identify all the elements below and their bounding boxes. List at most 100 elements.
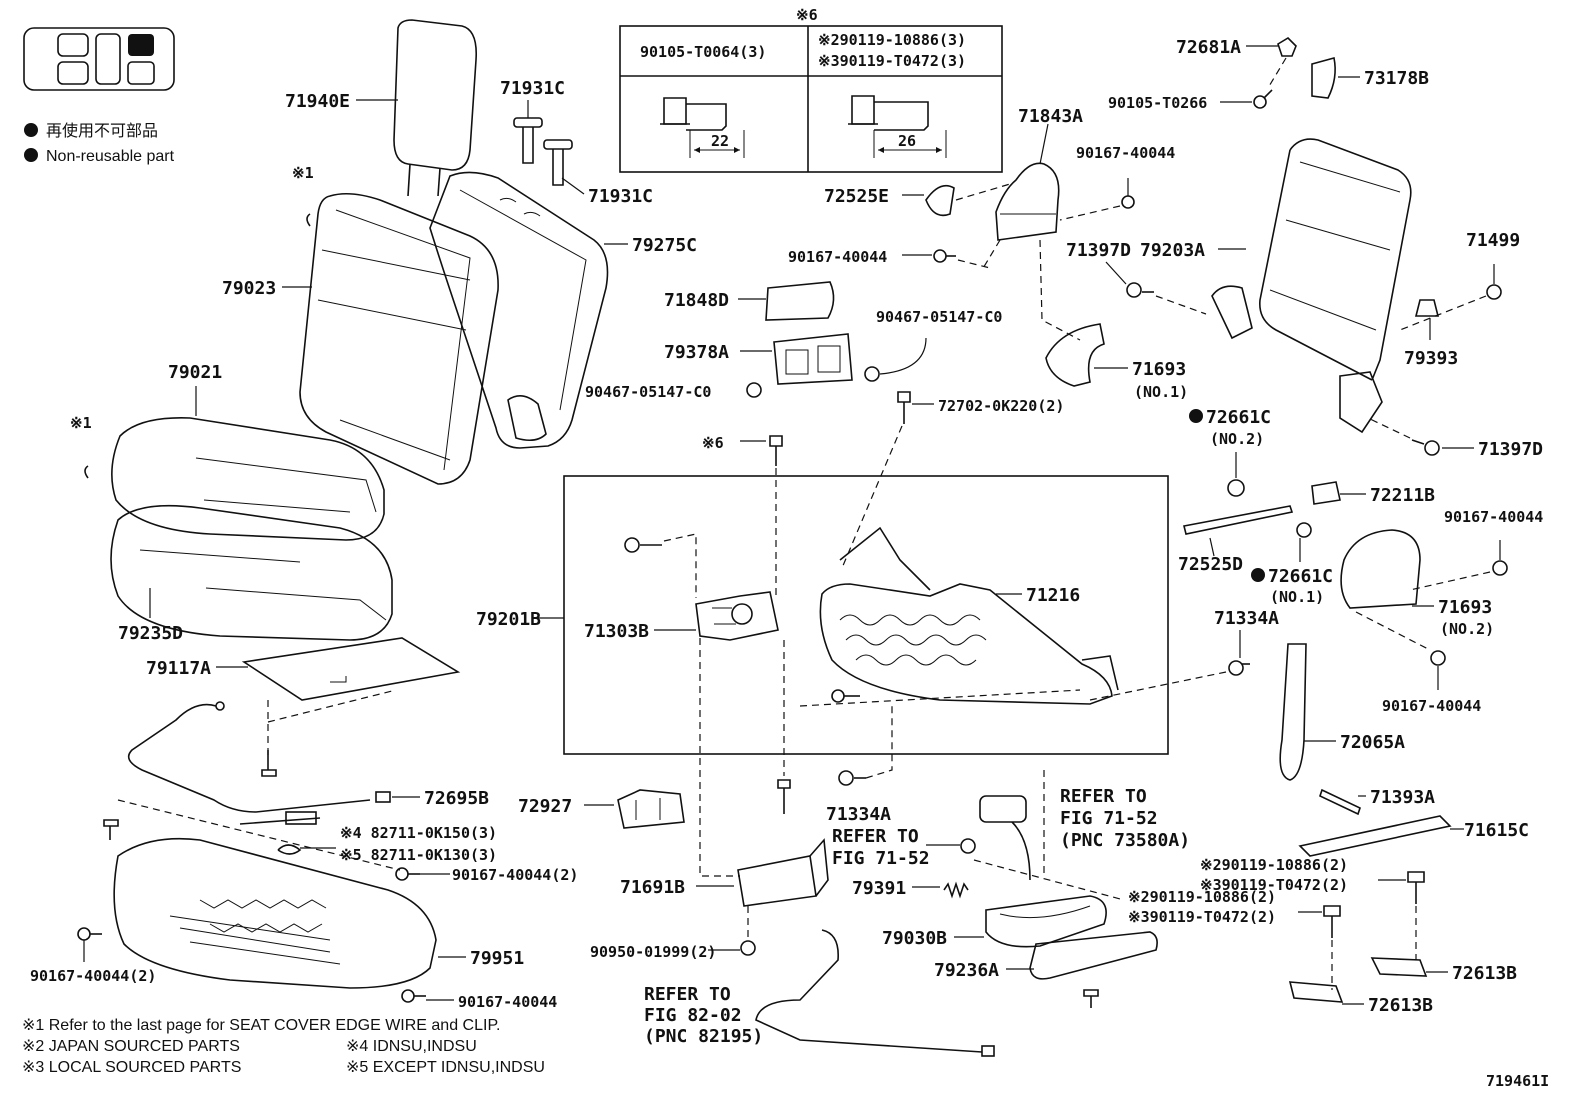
ref3-line3: (PNC 82195) bbox=[644, 1026, 763, 1047]
bolt-table-mark: ※6 bbox=[796, 6, 818, 24]
bolt-icon-71334A-b bbox=[1228, 660, 1250, 676]
bracket-72613B-b bbox=[1288, 981, 1344, 1003]
seat-position-icon bbox=[23, 27, 175, 91]
bolt-22-dim: 22 bbox=[711, 132, 729, 150]
label-72065A: 72065A bbox=[1340, 732, 1405, 753]
label-79117A: 79117A bbox=[146, 658, 211, 679]
cap-73178B bbox=[1311, 57, 1336, 99]
screw-icon-11 bbox=[1430, 650, 1446, 666]
legend: 再使用不可部品 Non-reusable part bbox=[24, 122, 175, 165]
label-72927: 72927 bbox=[518, 796, 572, 817]
label-71397D-a: 71397D bbox=[1066, 240, 1131, 261]
label-no1-a: (NO.1) bbox=[1134, 383, 1188, 401]
bolt-icon-long bbox=[777, 779, 791, 814]
ref2-line3: (PNC 73580A) bbox=[1060, 830, 1190, 851]
label-90119-a2: ※390119-T0472(2) bbox=[1200, 876, 1348, 894]
label-90167-f: 90167-40044 bbox=[1444, 508, 1543, 526]
bolt-icon-frame-2 bbox=[831, 689, 860, 703]
footnote-1: ※1 Refer to the last page for SEAT COVER… bbox=[22, 1017, 501, 1034]
cap-79393 bbox=[1414, 299, 1440, 317]
label-72525E: 72525E bbox=[824, 186, 889, 207]
legend-label-jp: 再使用不可部品 bbox=[46, 122, 158, 140]
headrest-71940E bbox=[393, 19, 478, 197]
clip-72211B bbox=[1311, 481, 1341, 505]
spring-79391 bbox=[943, 881, 969, 899]
footnote-2: ※2 JAPAN SOURCED PARTS bbox=[22, 1038, 240, 1055]
non-reusable-dot-icon bbox=[1251, 568, 1265, 582]
label-90119-b1: ※290119-10886(2) bbox=[1128, 888, 1276, 906]
label-71940E: 71940E bbox=[285, 91, 350, 112]
label-71615C: 71615C bbox=[1464, 820, 1529, 841]
seat-frame-71216 bbox=[819, 526, 1119, 705]
non-reusable-dot-icon bbox=[24, 123, 38, 137]
screw-icon-2 bbox=[103, 819, 119, 840]
bolt-icon-71397D-a bbox=[1126, 282, 1154, 298]
label-72613B-b: 72613B bbox=[1368, 995, 1433, 1016]
label-79203A: 79203A bbox=[1140, 240, 1205, 261]
cap-72525E bbox=[925, 184, 955, 217]
screw-icon-10 bbox=[1492, 540, 1508, 576]
cushion-cover-79021 bbox=[111, 417, 385, 541]
lever-73580A bbox=[979, 795, 1031, 881]
bolt-26-dim: 26 bbox=[898, 132, 916, 150]
clip-icon-90467-a bbox=[746, 382, 762, 398]
screw-icon-6 bbox=[1121, 178, 1135, 209]
bolt-icon-71499 bbox=[1486, 264, 1502, 300]
clip-icon-ref1 bbox=[960, 838, 976, 854]
label-71931C-a: 71931C bbox=[500, 78, 565, 99]
label-90467-a: 90467-05147-C0 bbox=[585, 383, 711, 401]
label-72702: 72702-0K220(2) bbox=[938, 397, 1064, 415]
bolt-26-icon bbox=[848, 95, 947, 158]
seatback-frame-79203A bbox=[1211, 138, 1412, 434]
ref2-line2: FIG 71-52 bbox=[1060, 808, 1158, 829]
screw-icon-4 bbox=[77, 927, 102, 941]
footnote-3: ※3 LOCAL SOURCED PARTS bbox=[22, 1059, 241, 1076]
cover-71693-no2 bbox=[1340, 529, 1421, 609]
label-90105: 90105-T0266 bbox=[1108, 94, 1207, 112]
label-72695B: 72695B bbox=[424, 788, 489, 809]
clip-note-b: ※1 bbox=[70, 414, 92, 432]
label-71334A-b: 71334A bbox=[1214, 608, 1279, 629]
bolt-icon-mark6 bbox=[769, 435, 783, 466]
label-79023: 79023 bbox=[222, 278, 276, 299]
cover-79236A bbox=[1029, 931, 1158, 980]
non-reusable-dot-icon bbox=[24, 148, 38, 162]
bolt-table-col2-header-line2: ※390119-T0472(3) bbox=[818, 52, 966, 70]
label-90167-e: 90167-40044 bbox=[788, 248, 887, 266]
headrest-guide-71931C-b bbox=[543, 139, 573, 186]
bolt-icon-71334A-a bbox=[838, 770, 866, 786]
clip-icon-90467-b bbox=[864, 366, 880, 382]
pin-71393A bbox=[1319, 788, 1361, 816]
bolt-icon-71397D-b bbox=[1411, 439, 1440, 456]
rod-72065A bbox=[1279, 643, 1307, 781]
label-79235D: 79235D bbox=[118, 623, 183, 644]
ref2-line1: REFER TO bbox=[1060, 786, 1147, 807]
headrest-guide-71931C-a bbox=[513, 117, 543, 164]
bolt-icon-frame bbox=[624, 537, 662, 553]
label-90119-a1: ※290119-10886(2) bbox=[1200, 856, 1348, 874]
clip-icon-72661C-no2 bbox=[1227, 479, 1245, 497]
screw-icon-5 bbox=[401, 989, 426, 1003]
bracket-72613B-a bbox=[1370, 957, 1428, 977]
label-90167-40044-2a: 90167-40044(2) bbox=[452, 866, 578, 884]
label-79021: 79021 bbox=[168, 362, 222, 383]
screw-icon-3 bbox=[395, 867, 420, 881]
label-71691B: 71691B bbox=[620, 877, 685, 898]
bolt-icon-72702 bbox=[897, 391, 911, 424]
harness-clip-icon bbox=[277, 844, 302, 855]
label-72661C-a: 72661C bbox=[1206, 407, 1271, 428]
screw-icon-7 bbox=[933, 249, 956, 263]
label-79201B: 79201B bbox=[476, 609, 541, 630]
legend-label-en: Non-reusable part bbox=[46, 148, 175, 165]
label-79378A: 79378A bbox=[664, 342, 729, 363]
seat-heater-79117A bbox=[241, 637, 461, 701]
bolt-length-table: ※6 90105-T0064(3) ※290119-10886(3) ※3901… bbox=[619, 6, 1003, 173]
bolt-22-icon bbox=[660, 97, 745, 158]
label-90167-d: 90167-40044 bbox=[1076, 144, 1175, 162]
label-71499: 71499 bbox=[1466, 230, 1520, 251]
cushion-pad-79235D bbox=[110, 504, 393, 641]
label-73178B: 73178B bbox=[1364, 68, 1429, 89]
clip-72681A bbox=[1277, 36, 1297, 57]
label-79236A: 79236A bbox=[934, 960, 999, 981]
screw-icon-8 bbox=[1083, 989, 1099, 1008]
